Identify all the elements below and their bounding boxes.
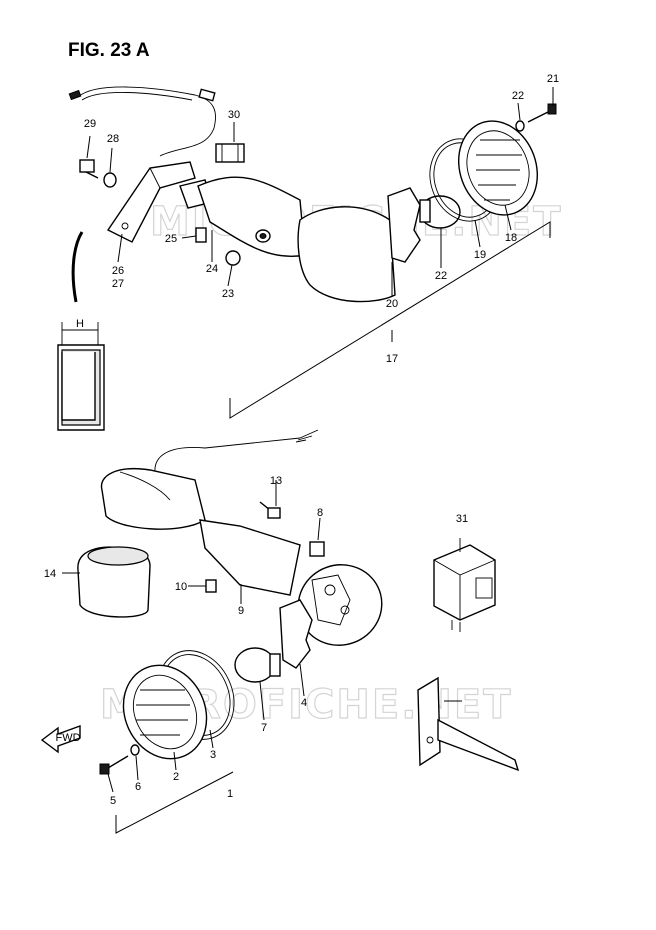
callout-21: 22 <box>435 270 447 282</box>
callout-2: 2 <box>173 771 179 783</box>
callout-17: 19 <box>474 249 486 261</box>
wire-connector <box>68 89 82 101</box>
lower-wire <box>154 437 301 479</box>
upper-lens <box>457 120 539 216</box>
callout-14: 14 <box>44 568 56 580</box>
callout-22: 23 <box>222 288 234 300</box>
figure-title: FIG. 23 A <box>68 40 150 61</box>
callout-15: 17 <box>386 353 398 365</box>
fwd-label: FWD <box>55 732 80 744</box>
dimension-inset: H <box>57 318 105 431</box>
screw-24 <box>195 227 207 243</box>
nut-28 <box>79 159 95 173</box>
upper-housing <box>297 206 396 303</box>
washer-27 <box>103 172 117 188</box>
callout-27: 28 <box>107 133 119 145</box>
lower-stem <box>199 519 301 596</box>
callout-24: 25 <box>165 233 177 245</box>
fwd-arrow-icon: FWD <box>40 725 81 754</box>
screw-22 <box>225 250 241 266</box>
lower-mount <box>100 468 206 530</box>
callout-29: 30 <box>228 109 240 121</box>
screw-10 <box>205 579 217 593</box>
callout-25: 26 <box>112 265 124 277</box>
callout-23: 24 <box>206 263 218 275</box>
group-line-1 <box>115 771 234 834</box>
callout-30: 31 <box>456 513 468 525</box>
callout-4: 4 <box>301 697 307 709</box>
callout-10: 10 <box>175 581 187 593</box>
flasher-relay <box>433 538 496 632</box>
lens-screw-lower <box>107 755 129 769</box>
group-line-15 <box>229 221 551 419</box>
callout-19: 21 <box>547 73 559 85</box>
leader-lines <box>62 87 554 793</box>
lower-lens <box>122 664 208 760</box>
callout-28: 29 <box>84 118 96 130</box>
callout-5: 5 <box>110 795 116 807</box>
callout-numbers: 21 22 30 29 28 26 27 25 24 23 20 22 19 1… <box>44 73 559 807</box>
callout-9: 9 <box>238 605 244 617</box>
callout-3: 3 <box>210 749 216 761</box>
callout-16: 18 <box>505 232 517 244</box>
callout-13: 13 <box>270 475 282 487</box>
callout-20: 22 <box>512 90 524 102</box>
callout-7: 7 <box>261 722 267 734</box>
callout-6: 6 <box>135 781 141 793</box>
callout-1: 1 <box>227 788 233 800</box>
screw-8 <box>309 541 325 557</box>
callout-18: 20 <box>386 298 398 310</box>
callout-8: 8 <box>317 507 323 519</box>
dimension-label: H <box>76 318 84 330</box>
lower-turn-signal-assembly <box>77 429 520 775</box>
lower-bulb-clip <box>279 599 313 669</box>
lens-washer-lower <box>130 744 140 756</box>
bulb-clip <box>387 187 421 263</box>
upper-wire <box>77 86 216 157</box>
callout-26: 27 <box>112 278 124 290</box>
upper-turn-signal-assembly: H <box>57 86 557 431</box>
lower-bulb <box>234 647 276 683</box>
lens-washer <box>515 120 525 132</box>
wire-clamp <box>215 143 245 163</box>
relay-bracket <box>417 676 441 767</box>
